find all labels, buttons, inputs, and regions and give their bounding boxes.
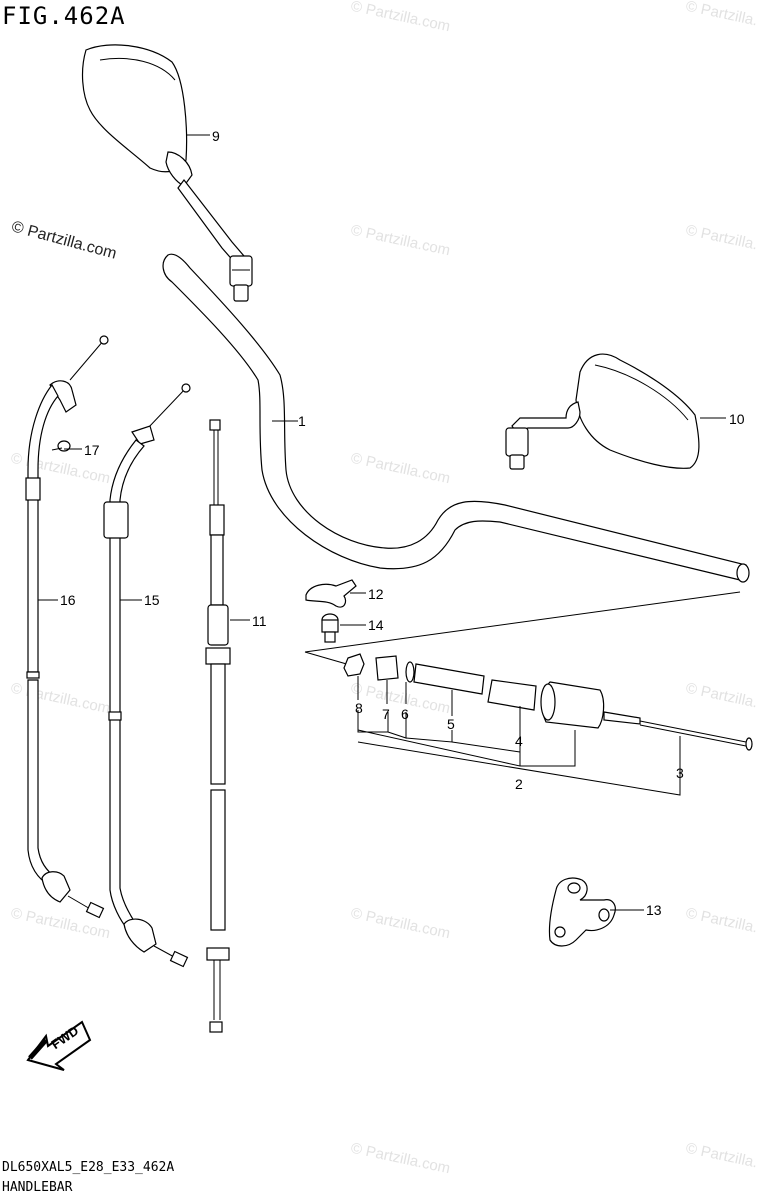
balancer-ring[interactable] — [405, 661, 415, 683]
forward-direction-arrow — [26, 1020, 92, 1071]
callout-13[interactable]: 13 — [646, 902, 662, 918]
cable-screw[interactable] — [51, 440, 71, 452]
callout-4[interactable]: 4 — [515, 733, 523, 749]
balancer-nut[interactable] — [343, 653, 365, 677]
callout-9[interactable]: 9 — [212, 128, 220, 144]
balancer-weight[interactable] — [540, 681, 605, 729]
callout-16[interactable]: 16 — [60, 592, 76, 608]
callout-17[interactable]: 17 — [84, 442, 100, 458]
handlebar-holder-bracket[interactable] — [548, 877, 616, 947]
callout-7[interactable]: 7 — [382, 706, 390, 722]
callout-1[interactable]: 1 — [298, 413, 306, 429]
callout-8[interactable]: 8 — [355, 700, 363, 716]
bolt[interactable] — [321, 613, 339, 643]
callout-5[interactable]: 5 — [447, 716, 455, 732]
callout-11[interactable]: 11 — [252, 613, 267, 629]
throttle-cable-no2[interactable] — [103, 383, 191, 968]
balancer-washer[interactable] — [375, 655, 399, 681]
handlebar[interactable] — [162, 253, 750, 583]
callout-10[interactable]: 10 — [729, 411, 745, 427]
balancer-assembly — [304, 591, 753, 796]
callout-12[interactable]: 12 — [368, 586, 384, 602]
callout-15[interactable]: 15 — [144, 592, 160, 608]
figure-title: FIG.462A — [2, 2, 126, 30]
left-mirror[interactable] — [81, 44, 253, 302]
balancer-screw[interactable] — [603, 711, 753, 751]
throttle-cable-no1[interactable] — [25, 335, 109, 919]
balancer-tube[interactable] — [413, 663, 485, 695]
balancer-sleeve[interactable] — [487, 679, 537, 711]
callout-6[interactable]: 6 — [401, 706, 409, 722]
callout-14[interactable]: 14 — [368, 617, 384, 633]
right-mirror[interactable] — [505, 353, 700, 470]
callout-2[interactable]: 2 — [515, 776, 523, 792]
model-code: DL650XAL5_E28_E33_462A — [2, 1160, 175, 1175]
clutch-cable[interactable] — [205, 419, 231, 1033]
leader-lines — [38, 134, 726, 911]
cable-clamp[interactable] — [305, 579, 357, 608]
callout-3[interactable]: 3 — [676, 765, 684, 781]
section-name: HANDLEBAR — [2, 1180, 73, 1195]
